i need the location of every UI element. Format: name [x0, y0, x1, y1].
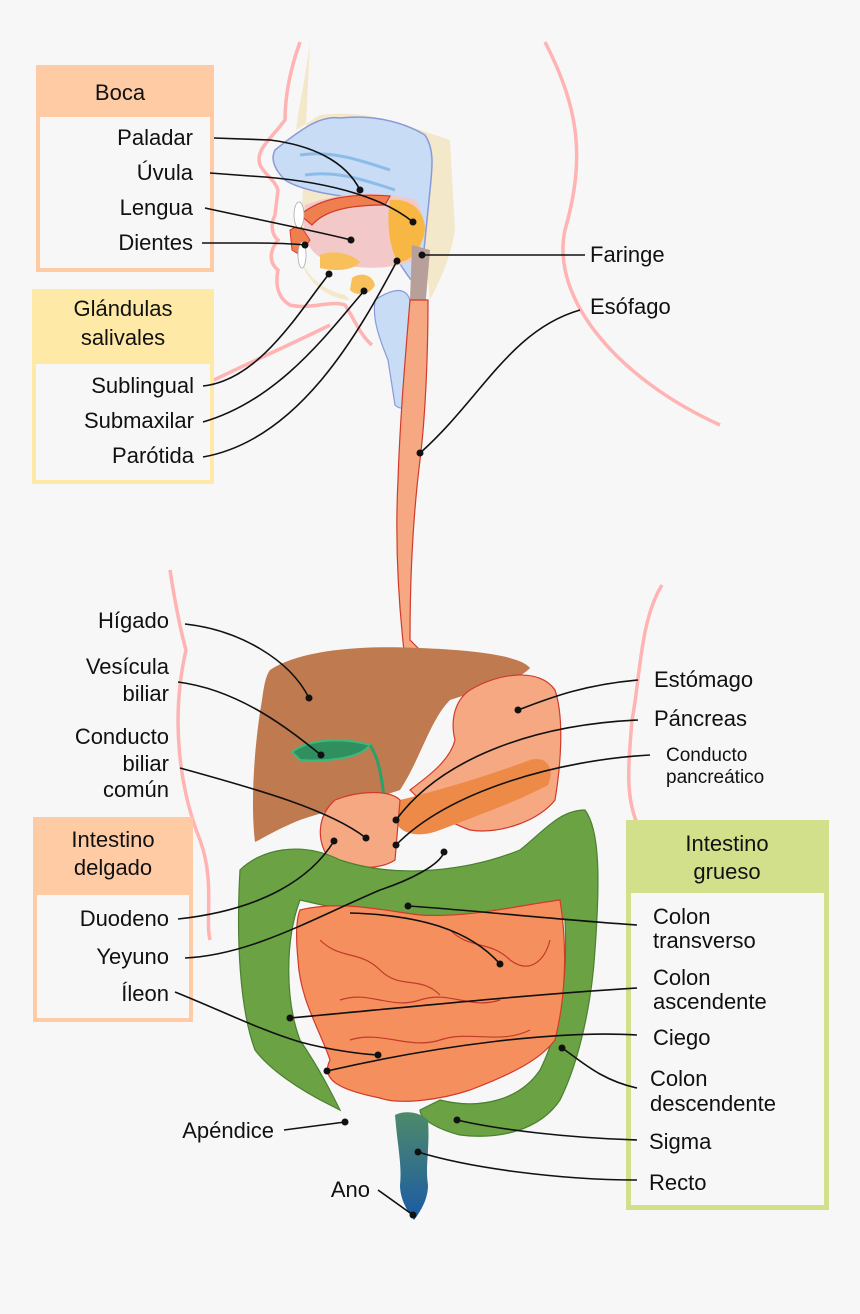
- label-ciego: Ciego: [653, 1025, 710, 1050]
- rectum: [395, 1112, 429, 1220]
- glandulas-title-2: salivales: [81, 325, 165, 350]
- intestino-delgado-title-2: delgado: [74, 855, 152, 880]
- boca-group: Boca Paladar Úvula Lengua Dientes: [36, 65, 214, 272]
- label-faringe: Faringe: [590, 242, 665, 267]
- glandulas-title-1: Glándulas: [73, 296, 172, 321]
- label-colon-transverso-1: Colon: [653, 904, 710, 929]
- intestino-grueso-title-1: Intestino: [685, 831, 768, 856]
- label-ileon: Íleon: [121, 981, 169, 1006]
- label-esofago: Esófago: [590, 294, 671, 319]
- label-uvula: Úvula: [137, 160, 194, 185]
- leader-lines: [174, 137, 651, 1219]
- label-apendice: Apéndice: [182, 1118, 274, 1143]
- head-illustration: [272, 42, 455, 409]
- label-paladar: Paladar: [117, 125, 193, 150]
- boca-title: Boca: [95, 80, 146, 105]
- label-parotida: Parótida: [112, 443, 195, 468]
- intestino-delgado-group: Intestino delgado Duodeno Yeyuno Íleon: [33, 817, 193, 1022]
- label-colon-ascendente-1: Colon: [653, 965, 710, 990]
- label-colon-descendente-2: descendente: [650, 1091, 776, 1116]
- free-labels: Faringe Esófago Hígado Vesícula biliar C…: [75, 242, 764, 1202]
- glandulas-salivales-group: Glándulas salivales Sublingual Submaxila…: [32, 289, 214, 484]
- label-dientes: Dientes: [118, 230, 193, 255]
- label-ano: Ano: [331, 1177, 370, 1202]
- label-estomago: Estómago: [654, 667, 753, 692]
- label-lengua: Lengua: [120, 195, 194, 220]
- label-colon-transverso-2: transverso: [653, 928, 756, 953]
- label-higado: Hígado: [98, 608, 169, 633]
- label-conducto-biliar-2: biliar: [123, 751, 169, 776]
- label-duodeno: Duodeno: [80, 906, 169, 931]
- label-recto: Recto: [649, 1170, 706, 1195]
- label-conducto-pancreatico-2: pancreático: [666, 767, 764, 788]
- intestino-delgado-title-1: Intestino: [71, 827, 154, 852]
- label-conducto-pancreatico-1: Conducto: [666, 745, 747, 766]
- label-conducto-biliar-1: Conducto: [75, 724, 169, 749]
- label-vesicula-1: Vesícula: [86, 654, 170, 679]
- label-colon-ascendente-2: ascendente: [653, 989, 767, 1014]
- intestino-grueso-title-2: grueso: [693, 859, 760, 884]
- label-sublingual: Sublingual: [91, 373, 194, 398]
- small-intestine: [296, 899, 566, 1102]
- label-yeyuno: Yeyuno: [96, 944, 169, 969]
- label-vesicula-2: biliar: [123, 681, 169, 706]
- liver: [252, 647, 530, 842]
- intestino-grueso-group: Intestino grueso Colon transverso Colon …: [626, 820, 829, 1210]
- label-pancreas: Páncreas: [654, 706, 747, 731]
- label-submaxilar: Submaxilar: [84, 408, 194, 433]
- colon: [237, 809, 599, 1137]
- label-conducto-biliar-3: común: [103, 777, 169, 802]
- label-sigma: Sigma: [649, 1129, 712, 1154]
- label-colon-descendente-1: Colon: [650, 1066, 707, 1091]
